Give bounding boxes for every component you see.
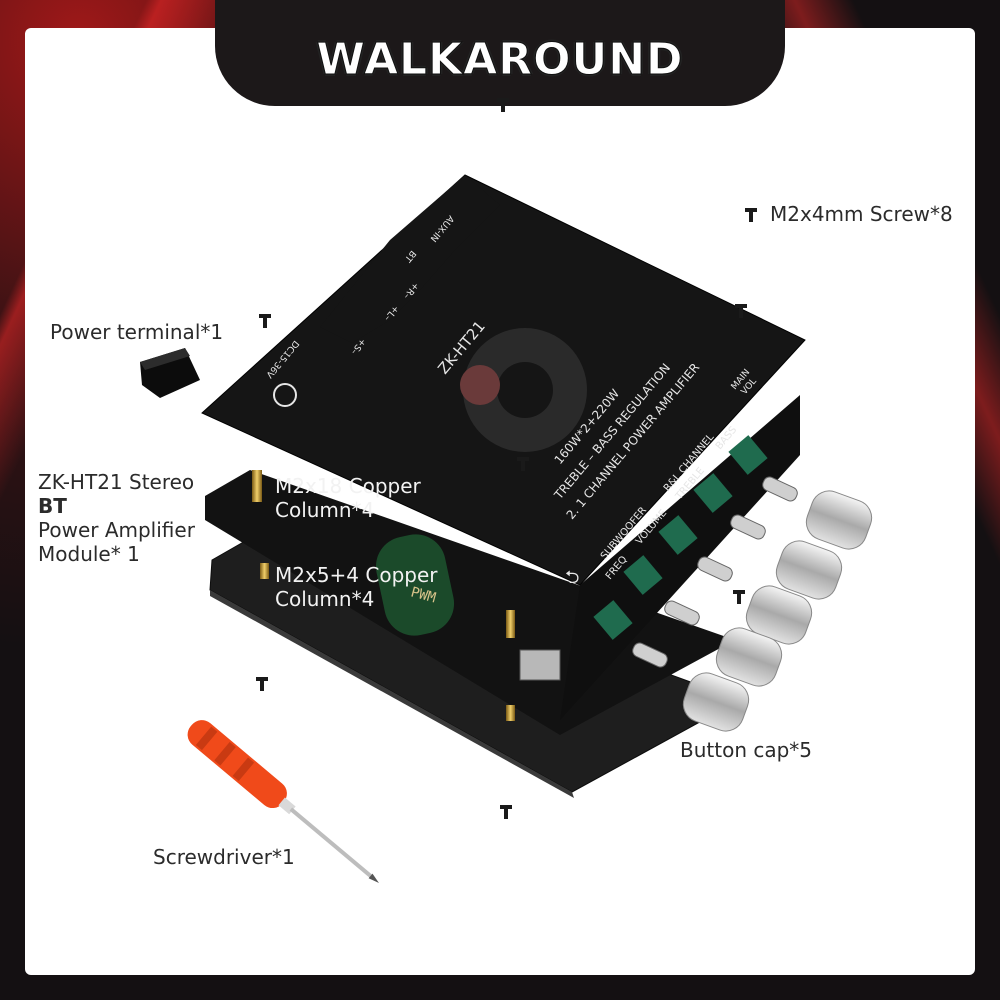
front-panel — [560, 395, 800, 720]
screwdriver-label: Screwdriver*1 — [153, 845, 295, 869]
shaft-5 — [762, 476, 798, 502]
power-icon — [273, 383, 297, 407]
copper-column-18 — [252, 470, 262, 502]
screw-icon-legend — [745, 208, 757, 222]
button-cap-4 — [715, 627, 783, 687]
banner-title: WALKAROUND — [316, 34, 684, 86]
module-label-line4: Module* 1 — [38, 542, 140, 566]
shaft-4 — [730, 514, 766, 540]
power-terminal-top — [140, 348, 190, 370]
button-cap-2 — [775, 540, 843, 600]
button-cap-label: Button cap*5 — [680, 738, 813, 762]
pot-base-3 — [658, 515, 698, 555]
module-label-line3: Power Amplifier — [38, 518, 195, 542]
shaft-3 — [697, 556, 733, 582]
button-cap-1 — [805, 490, 873, 550]
title-banner: WALKAROUND — [215, 0, 785, 106]
copper18-label-line1: M2x18 Copper — [275, 474, 421, 498]
copper5-label-line1: M2x5+4 Copper — [275, 563, 438, 587]
usb-icon: ⮌ — [565, 567, 579, 588]
screwdriver — [187, 720, 379, 883]
capacitor-label: PWM — [409, 584, 438, 606]
fan-coil — [460, 365, 500, 405]
button-cap-5 — [682, 672, 750, 732]
screw-icon-3 — [517, 457, 529, 471]
copper-column-5c — [506, 705, 515, 721]
pot-base-5 — [728, 435, 768, 475]
shaft-2 — [664, 600, 700, 626]
pot-base-4 — [693, 473, 733, 513]
screw-label: M2x4mm Screw*8 — [770, 202, 953, 226]
screw-icon-5 — [256, 677, 268, 691]
copper-column-5b — [506, 610, 515, 638]
screw-icon-4 — [733, 590, 745, 604]
screw-icon-top — [497, 98, 509, 112]
shaft-1 — [632, 642, 668, 668]
copper5-label-line2: Column*4 — [275, 587, 375, 611]
module-label-line1: ZK-HT21 Stereo — [38, 470, 195, 494]
copper18-label-line2: Column*4 — [275, 498, 375, 522]
pot-base-1 — [593, 600, 633, 640]
fan-hub — [497, 362, 553, 418]
screw-icon-1 — [259, 314, 271, 328]
usb-port — [519, 649, 561, 681]
pot-base-2 — [623, 555, 663, 595]
capacitor — [375, 534, 455, 636]
screw-icon-2 — [735, 304, 747, 318]
screw-icon-6 — [500, 805, 512, 819]
top-plate-notch — [320, 175, 500, 343]
module-label-line2: BT — [38, 494, 67, 518]
bottom-plate-edge — [210, 590, 574, 798]
power-terminal-label: Power terminal*1 — [50, 320, 224, 344]
copper-column-5 — [260, 563, 269, 579]
